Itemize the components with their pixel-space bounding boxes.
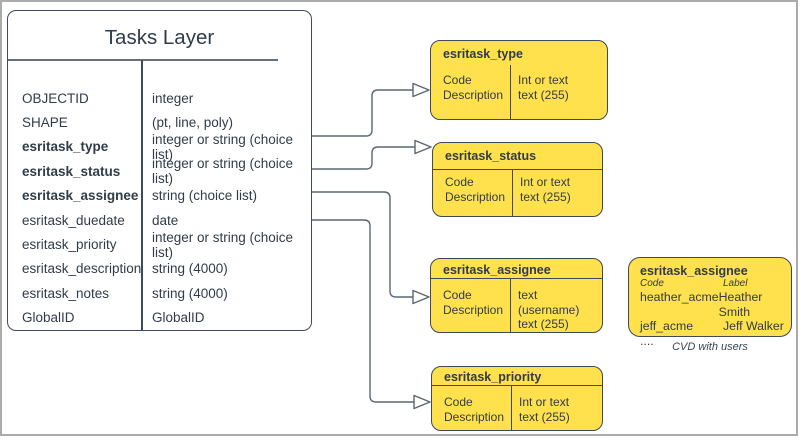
tasks-layer-title: Tasks Layer (104, 26, 215, 49)
choice-list-types: text (username)text (255) (510, 279, 602, 332)
choice-list-title: esritask_priority (432, 367, 602, 386)
choice-list-title: esritask_status (433, 143, 602, 170)
choice-list-title: esritask_assignee (431, 259, 602, 279)
choice-list-title: esritask_type (443, 47, 523, 61)
cvd-title: esritask_assignee (640, 264, 748, 278)
field-row-shape: SHAPE(pt, line, poly) (22, 115, 234, 131)
title-divider (8, 59, 278, 61)
cvd-caption: CVD with users (672, 341, 748, 353)
column-divider (141, 60, 143, 330)
cvd-more-row: .... (640, 333, 654, 348)
canvas-frame (0, 0, 798, 436)
